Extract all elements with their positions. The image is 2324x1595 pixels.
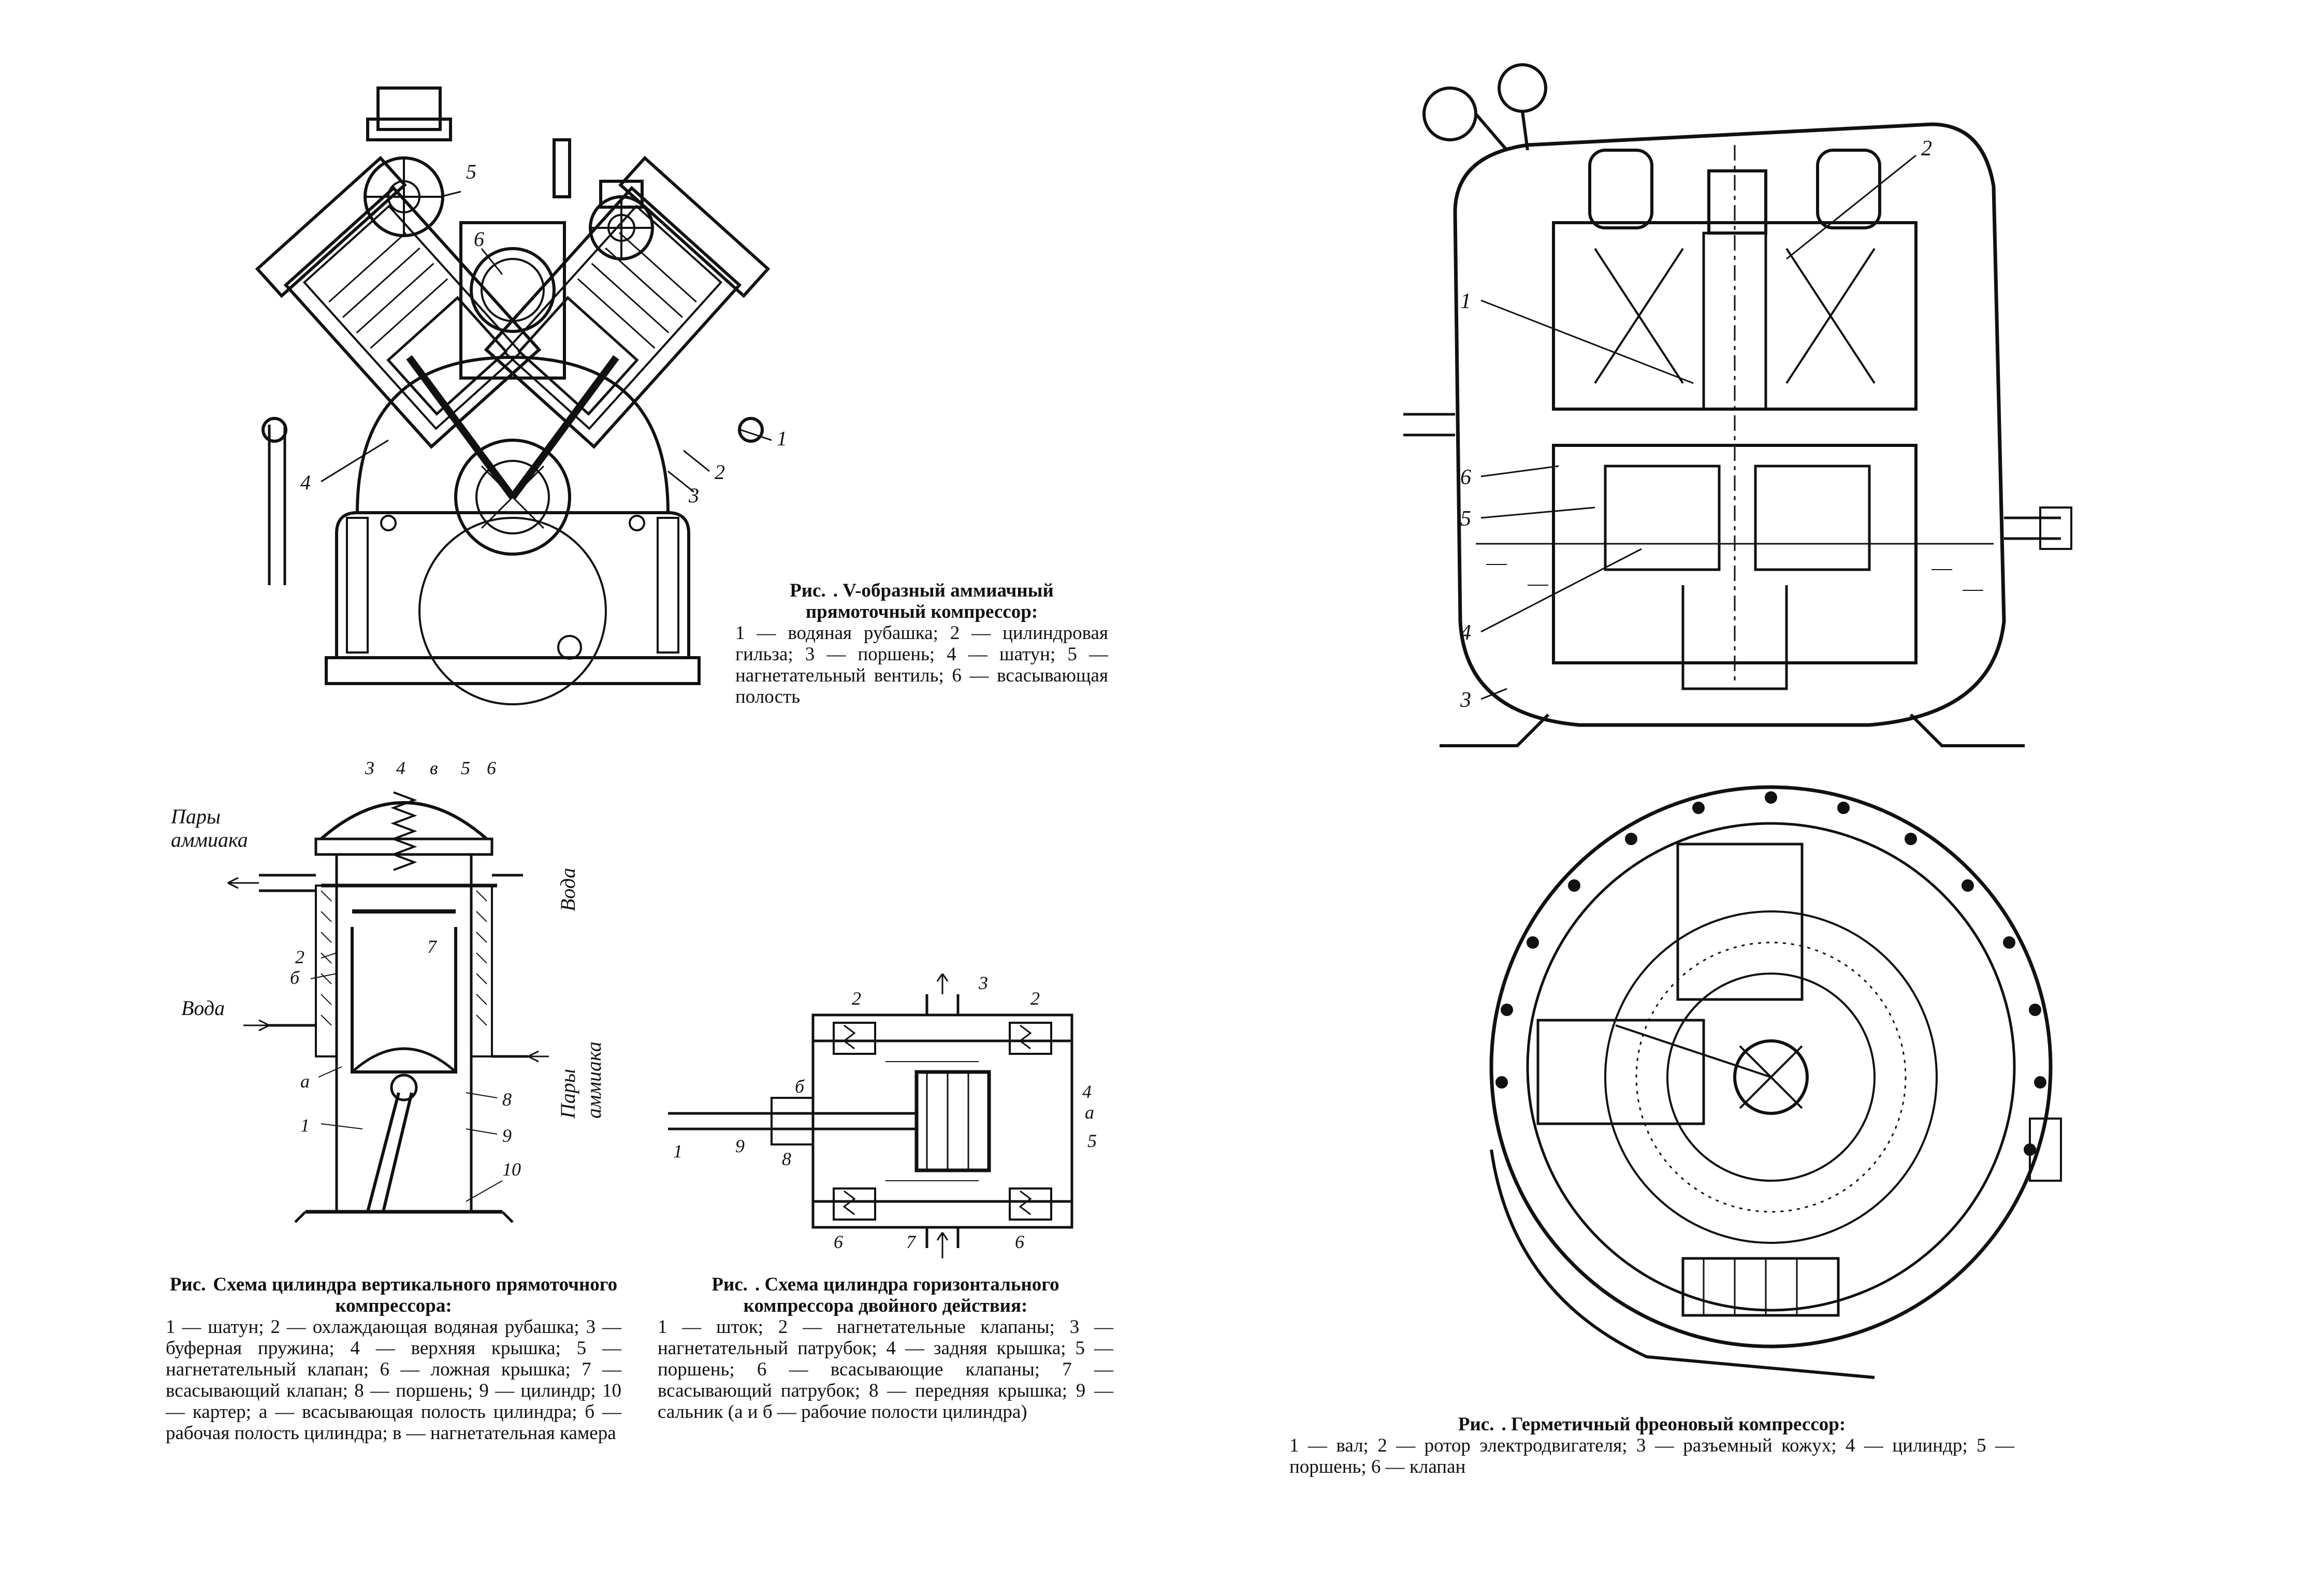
horizontal-cylinder-callout-5: 5 xyxy=(1087,1130,1097,1151)
vertical-cylinder-caption-title: Рис.Схема цилиндра вертикального прямото… xyxy=(169,1274,618,1316)
horizontal-cylinder-caption-body: 1 — шток; 2 — нагнетательные клапаны; 3 … xyxy=(658,1316,1113,1423)
vertical-cylinder-drawing: 3 4 в 5 6 2 б 7 а 1 8 9 10 Пары аммиака … xyxy=(170,758,605,1223)
vertical-cylinder-caption-label: Рис. xyxy=(169,1274,206,1295)
v-compressor-caption: Рис.. V-образный аммиачный прямоточный к… xyxy=(735,580,1108,707)
horizontal-cylinder-callout-a: а xyxy=(1085,1102,1094,1123)
v-compressor-callout-1: 1 xyxy=(777,427,787,450)
water-inlet-label: Вода xyxy=(181,996,225,1020)
v-compressor-caption-label: Рис. xyxy=(790,580,826,601)
hermetic-callout-6: 6 xyxy=(1460,466,1471,489)
horizontal-cylinder-callout-9: 9 xyxy=(735,1136,745,1156)
vertical-cylinder-callout-7: 7 xyxy=(427,936,438,957)
hermetic-compressor-caption-label: Рис. xyxy=(1458,1414,1494,1435)
hermetic-compressor-caption: Рис.. Герметичный фреоновый компрессор: … xyxy=(1289,1414,2014,1477)
horizontal-cylinder-callout-7: 7 xyxy=(906,1231,917,1252)
ammonia-vapor-label-line2: аммиака xyxy=(171,828,248,851)
ammonia-vapor-label-line1: Пары xyxy=(170,805,221,828)
vertical-cylinder-callout-4: 4 xyxy=(396,758,405,778)
ammonia-vapor-right-line2: аммиака xyxy=(582,1041,605,1119)
vertical-cylinder-callout-10: 10 xyxy=(502,1159,521,1180)
hermetic-callout-3: 3 xyxy=(1460,688,1471,712)
horizontal-cylinder-callout-8: 8 xyxy=(782,1149,791,1169)
horizontal-cylinder-callout-2b: 2 xyxy=(1030,988,1040,1009)
horizontal-cylinder-callout-3: 3 xyxy=(978,974,988,993)
water-outlet-label: Вода xyxy=(556,868,579,911)
hermetic-callout-1: 1 xyxy=(1460,289,1471,313)
horizontal-cylinder-callout-b: б xyxy=(795,1076,805,1097)
vertical-cylinder-callout-1: 1 xyxy=(300,1115,310,1136)
vertical-cylinder-callout-3: 3 xyxy=(365,758,374,778)
horizontal-cylinder-callout-4: 4 xyxy=(1082,1081,1092,1102)
horizontal-cylinder-callout-1: 1 xyxy=(673,1141,682,1162)
horizontal-cylinder-callout-6a: 6 xyxy=(834,1231,843,1252)
v-compressor-callout-6: 6 xyxy=(474,227,484,251)
hermetic-compressor-caption-body: 1 — вал; 2 — ротор электродвигателя; 3 —… xyxy=(1289,1435,2014,1477)
vertical-cylinder-callout-9: 9 xyxy=(502,1125,512,1146)
hermetic-compressor-caption-title: Рис.. Герметичный фреоновый компрессор: xyxy=(1458,1414,1846,1435)
vertical-cylinder-callout-5: 5 xyxy=(461,758,470,778)
hermetic-compressor-plan-drawing xyxy=(1489,785,2062,1379)
hermetic-callout-5: 5 xyxy=(1460,507,1471,531)
v-compressor-callout-5: 5 xyxy=(466,160,476,183)
vertical-cylinder-callout-8: 8 xyxy=(502,1089,512,1110)
v-compressor-caption-title: Рис.. V-образный аммиачный прямоточный к… xyxy=(790,580,1054,622)
horizontal-cylinder-callout-2a: 2 xyxy=(852,988,861,1009)
hermetic-callout-4: 4 xyxy=(1460,621,1471,645)
ammonia-vapor-right-line1: Пары xyxy=(556,1069,579,1119)
vertical-cylinder-callout-2: 2 xyxy=(295,947,304,967)
horizontal-cylinder-caption-label: Рис. xyxy=(711,1274,748,1295)
v-compressor-callout-3: 3 xyxy=(688,484,699,507)
horizontal-cylinder-caption-title: Рис.. Схема цилиндра горизонтального ком… xyxy=(711,1274,1059,1316)
hermetic-callout-2: 2 xyxy=(1921,137,1932,161)
vertical-cylinder-caption-body: 1 — шатун; 2 — охлаждающая водяная рубаш… xyxy=(166,1316,621,1444)
hermetic-compressor-section-drawing: 1 2 6 5 4 3 xyxy=(1403,63,2072,747)
v-compressor-caption-body: 1 — водяная рубашка; 2 — цилиндровая гил… xyxy=(735,622,1108,707)
vertical-cylinder-callout-v: в xyxy=(430,758,438,778)
vertical-cylinder-callout-b: б xyxy=(290,967,300,988)
vertical-cylinder-caption: Рис.Схема цилиндра вертикального прямото… xyxy=(166,1274,621,1444)
v-compressor-callout-4: 4 xyxy=(300,471,311,494)
v-compressor-drawing: 4 1 2 3 5 6 xyxy=(255,86,787,705)
horizontal-cylinder-drawing: 2 2 3 4 а 5 б 1 9 8 6 7 6 xyxy=(668,974,1097,1258)
v-compressor-callout-2: 2 xyxy=(715,460,725,484)
horizontal-cylinder-callout-6b: 6 xyxy=(1015,1231,1024,1252)
vertical-cylinder-callout-6: 6 xyxy=(487,758,496,778)
horizontal-cylinder-caption: Рис.. Схема цилиндра горизонтального ком… xyxy=(658,1274,1113,1423)
vertical-cylinder-callout-a: а xyxy=(300,1071,310,1092)
